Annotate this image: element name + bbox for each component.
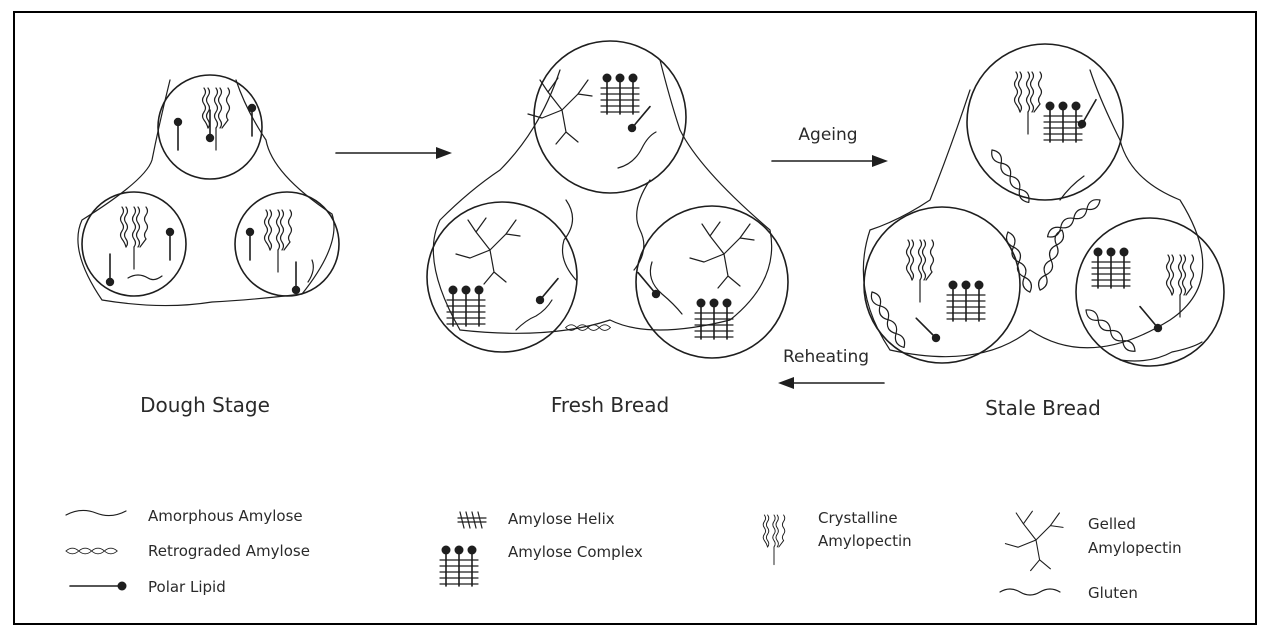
fresh-gluten-matrix: [433, 60, 771, 333]
gelled-amylopectin-symbol: [1005, 511, 1063, 570]
legend-polar-lipid: Polar Lipid: [148, 578, 226, 596]
legend-retrograded-amylose: Retrograded Amylose: [148, 542, 310, 560]
legend-gelled-amylopectin-line2: Amylopectin: [1088, 539, 1182, 557]
legend-gelled-amylopectin-line1: Gelled: [1088, 515, 1136, 533]
legend: Amorphous Amylose Retrograded Amylose Po…: [66, 507, 1182, 602]
legend-crystalline-amylopectin-line1: Crystalline: [818, 509, 898, 527]
fresh-bread-group: [427, 41, 788, 358]
legend-gluten: Gluten: [1088, 584, 1138, 602]
reheating-arrow: [778, 377, 884, 389]
figure-border: [14, 12, 1256, 624]
ageing-label: Ageing: [798, 125, 857, 145]
stale-granule-left: [864, 207, 1020, 363]
fresh-granule-top: [534, 41, 686, 193]
arrow-dough-to-fresh: [336, 147, 452, 159]
reheating-label: Reheating: [783, 347, 869, 367]
dough-stage-label: Dough Stage: [140, 393, 270, 417]
stale-bread-label: Stale Bread: [985, 396, 1101, 420]
legend-amorphous-amylose: Amorphous Amylose: [148, 507, 303, 525]
fresh-granule-right: [636, 206, 788, 358]
polar-lipid-symbol: [70, 582, 127, 591]
crystalline-amylopectin-symbol: [763, 515, 785, 565]
amorphous-amylose-symbol: [66, 510, 126, 515]
amylose-complex-symbol: [440, 546, 478, 587]
stale-gluten-matrix: [863, 70, 1202, 357]
gluten-symbol: [1000, 589, 1060, 595]
amylose-helix-symbol: [458, 512, 486, 528]
stale-granule-right: [1076, 218, 1224, 366]
fresh-granule-left: [427, 202, 577, 352]
ageing-arrow: [772, 155, 888, 167]
retrograded-amylose-symbol: [66, 548, 117, 554]
legend-amylose-complex: Amylose Complex: [508, 543, 643, 561]
legend-amylose-helix: Amylose Helix: [508, 510, 615, 528]
legend-crystalline-amylopectin-line2: Amylopectin: [818, 532, 912, 550]
dough-stage-group: [78, 75, 339, 306]
stale-bread-group: [863, 44, 1224, 366]
fresh-bread-label: Fresh Bread: [551, 393, 669, 417]
